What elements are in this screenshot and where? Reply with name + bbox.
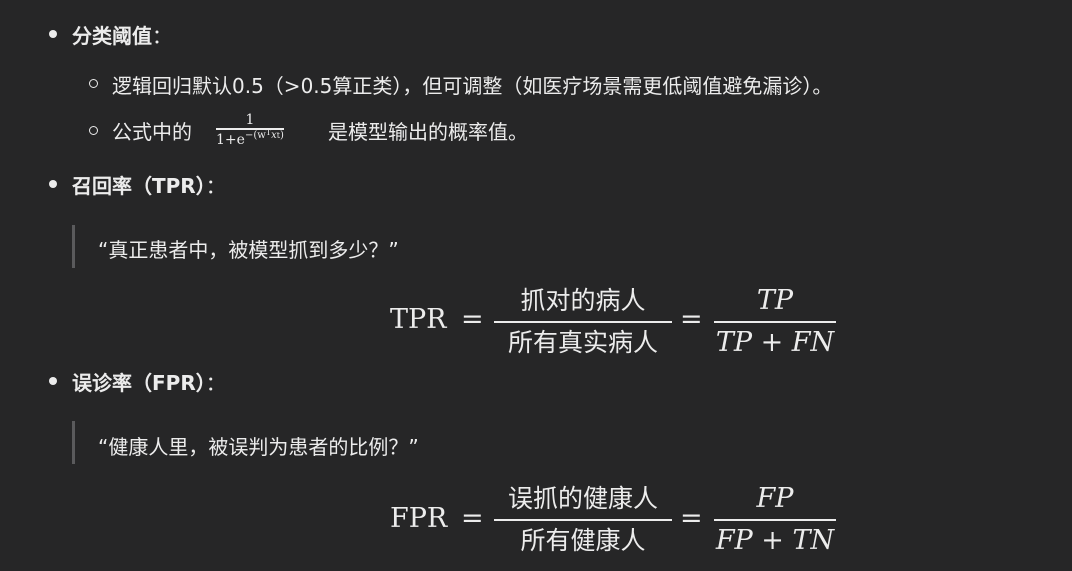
bullet-dot [49, 377, 57, 385]
item-colon: ： [205, 371, 226, 395]
item-title: 误诊率（FPR） [72, 371, 206, 395]
formula-equals: = [680, 304, 703, 335]
formula-equals: = [680, 503, 703, 534]
item-colon: ： [152, 24, 172, 48]
fraction-bar [494, 519, 672, 521]
fraction-denominator: 1+e−(wTxt) [216, 127, 284, 148]
sub-bullet-circle [89, 126, 98, 135]
list-item-fpr: 误诊率（FPR）： [72, 367, 226, 396]
fraction-bar [216, 128, 284, 130]
formula-fpr-lhs: FPR [390, 503, 448, 534]
sub-item-formula-prob: 公式中的 [112, 116, 192, 145]
formula-equals: = [461, 304, 484, 335]
formula-fpr-fraction-cn: 误抓的健康人 所有健康人 [494, 484, 672, 556]
blockquote-text: “健康人里，被误判为患者的比例？” [98, 435, 419, 459]
fraction-bar [714, 321, 836, 323]
blockquote-bar [72, 225, 75, 268]
formula-tpr-fraction-cn: 抓对的病人 所有真实病人 [494, 286, 672, 358]
fraction-denominator: 所有真实病人 [507, 327, 658, 357]
sub-item-default-threshold: 逻辑回归默认0.5（>0.5算正类），但可调整（如医疗场景需更低阈值避免漏诊）。 [112, 74, 833, 98]
sub-text-after: 是模型输出的概率值。 [328, 120, 528, 144]
fraction-numerator: 误抓的健康人 [507, 484, 658, 513]
fraction-numerator: FP [756, 483, 794, 514]
item-title: 召回率（TPR） [72, 174, 206, 198]
blockquote-bar [72, 421, 75, 464]
formula-equals: = [461, 503, 484, 534]
fraction-bar [714, 519, 836, 521]
fraction-numerator: 1 [245, 112, 255, 128]
bullet-dot [49, 30, 57, 38]
list-item-threshold: 分类阈值： [72, 20, 172, 49]
fraction-denominator: TP + FN [715, 326, 835, 358]
formula-tpr-fraction-sym: TP TP + FN [714, 286, 836, 358]
bullet-dot [49, 180, 57, 188]
fraction-numerator: TP [756, 285, 794, 316]
sub-bullet-circle [89, 79, 98, 88]
blockquote-text: “真正患者中，被模型抓到多少？” [98, 238, 399, 262]
formula-tpr-lhs: TPR [390, 304, 447, 335]
list-item-recall: 召回率（TPR）： [72, 170, 226, 199]
fraction-bar [494, 321, 672, 323]
fraction-denominator: 所有健康人 [520, 525, 646, 555]
formula-fpr-fraction-sym: FP FP + TN [714, 484, 836, 556]
fraction-denominator: FP + TN [715, 524, 835, 556]
item-title: 分类阈值 [72, 24, 152, 48]
item-colon: ： [205, 174, 226, 198]
fraction-numerator: 抓对的病人 [520, 286, 646, 315]
inline-sigmoid-fraction: 1 1+e−(wTxt) [216, 112, 284, 152]
sub-text-before: 公式中的 [112, 120, 192, 144]
